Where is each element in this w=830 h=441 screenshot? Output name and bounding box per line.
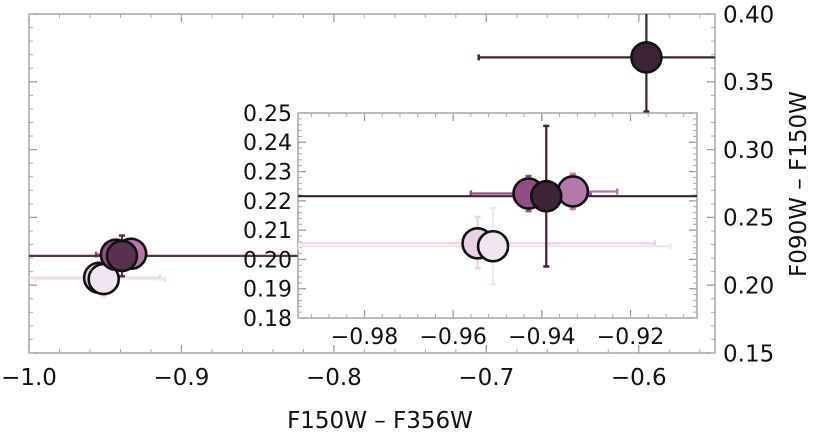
y-tick-label: 0.24 — [243, 131, 292, 156]
y-tick-label: 0.25 — [243, 102, 292, 127]
y-tick-label: 0.18 — [243, 307, 292, 332]
x-tick-label: −0.6 — [611, 365, 667, 391]
y-tick-label: 0.20 — [243, 248, 292, 273]
main-data-points — [82, 41, 663, 296]
x-tick-label: −0.92 — [597, 325, 664, 350]
data-point — [105, 239, 139, 273]
x-axis-label: F150W – F356W — [287, 408, 473, 434]
y-axis-label: F090W – F150W — [786, 91, 812, 277]
main-axis-ticks — [28, 13, 715, 354]
data-point — [529, 179, 563, 213]
inset-y-tick-labels: 0.18 0.19 0.20 0.21 0.22 0.23 0.24 0.25 — [243, 102, 292, 332]
data-point — [556, 175, 590, 208]
y-tick-label: 0.40 — [723, 2, 774, 28]
x-tick-label: −0.96 — [419, 325, 486, 350]
y-tick-label: 0.23 — [243, 160, 292, 185]
main-x-tick-labels: −1.0 −0.9 −0.8 −0.7 −0.6 — [1, 365, 667, 391]
y-tick-label: 0.35 — [723, 70, 774, 96]
y-tick-label: 0.19 — [243, 278, 292, 303]
main-y-tick-labels: 0.15 0.20 0.25 0.30 0.35 0.40 — [723, 2, 774, 367]
x-tick-label: −0.7 — [458, 365, 514, 391]
inset-axis-ticks — [298, 112, 697, 319]
x-tick-label: −0.98 — [331, 325, 398, 350]
x-tick-label: −0.8 — [306, 365, 362, 391]
x-tick-label: −1.0 — [1, 365, 57, 391]
y-tick-label: 0.30 — [723, 138, 774, 164]
y-tick-label: 0.21 — [243, 219, 292, 244]
data-point — [630, 41, 663, 74]
inset-plot-frame — [297, 112, 698, 319]
inset-data-points — [461, 175, 590, 263]
x-tick-label: −0.94 — [508, 325, 575, 350]
data-point — [476, 229, 510, 263]
x-tick-label: −0.9 — [154, 365, 210, 391]
y-tick-label: 0.22 — [243, 190, 292, 215]
y-tick-label: 0.25 — [723, 206, 774, 232]
y-tick-label: 0.15 — [723, 341, 774, 367]
inset-x-tick-labels: −0.98 −0.96 −0.94 −0.92 — [331, 325, 664, 350]
y-tick-label: 0.20 — [723, 273, 774, 299]
